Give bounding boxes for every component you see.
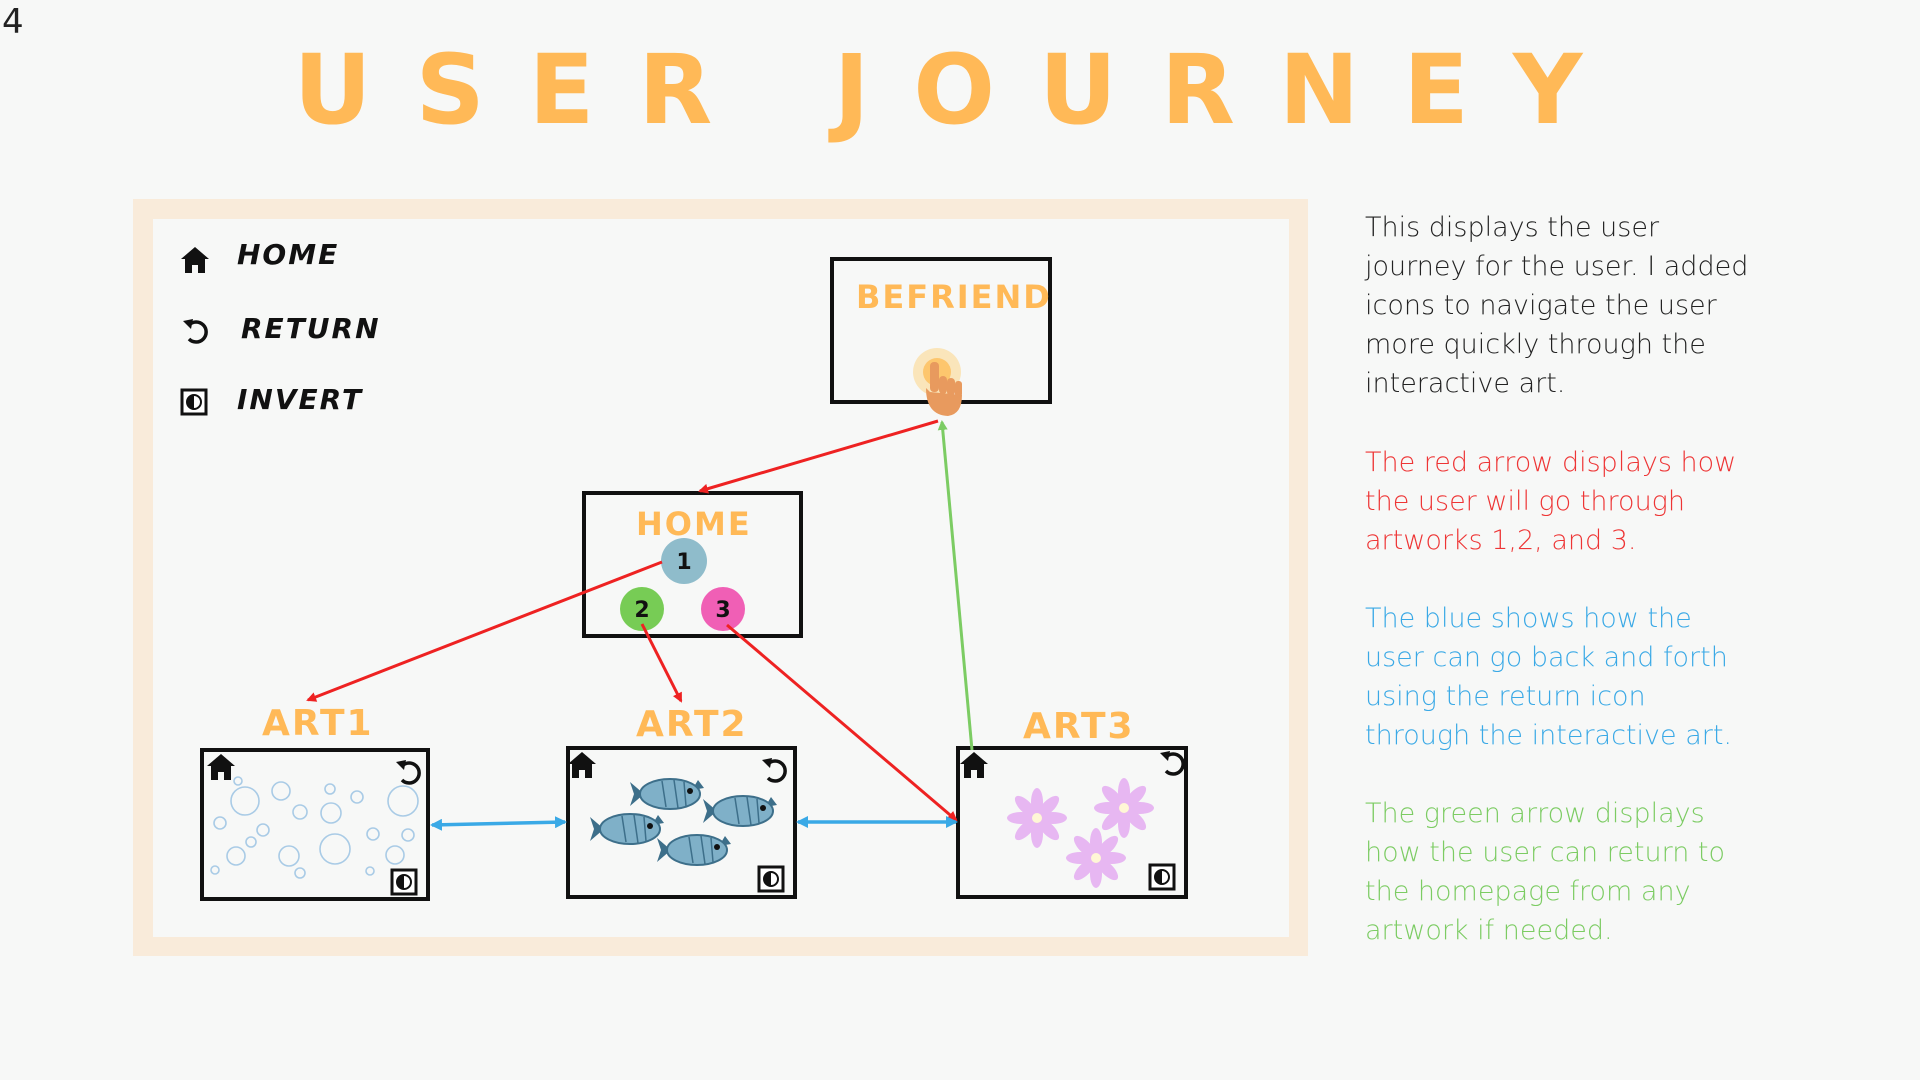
bubbles: [210, 776, 419, 879]
art2-invert-icon[interactable]: [757, 865, 785, 893]
legend-invert-label: INVERT: [237, 383, 364, 416]
red-arrow-befriend-to-home: [698, 419, 939, 494]
red-arrow-to-art3: [726, 623, 958, 822]
art2-title: ART2: [636, 704, 748, 745]
art3-invert-icon[interactable]: [1148, 863, 1176, 891]
legend-home-icon: [181, 247, 209, 273]
red-arrow-to-art2: [640, 623, 683, 703]
artwork-button-3-label: 3: [715, 598, 730, 623]
legend-return-icon: [181, 317, 208, 344]
hand-pointer-icon: [926, 362, 962, 416]
legend-home-label: HOME: [237, 238, 340, 271]
green-arrow-art3-to-befriend: [937, 420, 974, 751]
legend-return-label: RETURN: [241, 312, 381, 345]
art1-title: ART1: [262, 703, 374, 744]
blue-arrow-art1-art2: [430, 816, 567, 831]
artwork-button-1[interactable]: [661, 538, 707, 584]
art3-box[interactable]: [956, 746, 1188, 899]
page-number: 4: [2, 2, 24, 42]
artwork-button-2-label: 2: [634, 598, 649, 623]
explanation-green-arrow: The green arrow displays how the user ca…: [1365, 798, 1725, 946]
artwork-button-2[interactable]: [620, 587, 664, 631]
artwork-button-1-label: 1: [676, 550, 691, 575]
explanation-red-arrow: The red arrow displays how the user will…: [1365, 447, 1737, 556]
legend-invert-icon: [180, 388, 208, 416]
page-title: USER JOURNEY: [293, 34, 1627, 146]
explanation-intro: This displays the user journey for the u…: [1365, 212, 1749, 399]
art3-title: ART3: [1023, 706, 1135, 747]
art1-box[interactable]: [200, 748, 430, 901]
red-arrow-to-art1: [306, 560, 663, 702]
art1-invert-icon[interactable]: [390, 868, 418, 896]
befriend-title: BEFRIEND: [856, 278, 1052, 316]
explanation-blue-arrow: The blue shows how the user can go back …: [1365, 603, 1733, 751]
artwork-button-3[interactable]: [701, 587, 745, 631]
home-title: HOME: [636, 505, 752, 543]
